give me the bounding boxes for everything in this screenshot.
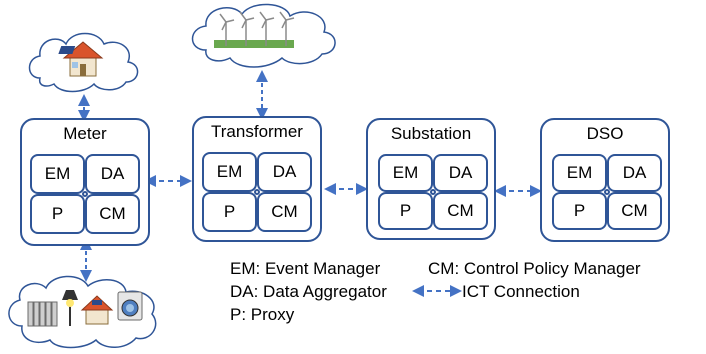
center-dot xyxy=(82,191,88,197)
node-title: DSO xyxy=(586,124,624,143)
node-substation: Substation EM DA P CM xyxy=(366,118,496,240)
cell-da: DA xyxy=(85,154,140,194)
node-dso: DSO EM DA P CM xyxy=(540,118,670,242)
cell-da: DA xyxy=(607,154,662,192)
center-dot xyxy=(254,189,260,195)
cell-cm: CM xyxy=(85,194,140,234)
cell-cm: CM xyxy=(257,192,312,232)
cell-cm: CM xyxy=(433,192,488,230)
cell-em: EM xyxy=(202,152,257,192)
cell-p: P xyxy=(552,192,607,230)
node-transformer: Transformer EM DA P CM xyxy=(192,116,322,242)
node-title: Meter xyxy=(63,124,107,143)
cell-p: P xyxy=(30,194,85,234)
node-meter: Meter EM DA P CM xyxy=(20,118,150,246)
legend-da: DA: Data Aggregator xyxy=(230,282,387,301)
home-appliances-icon xyxy=(27,290,143,327)
legend-ict: ICT Connection xyxy=(462,282,580,301)
cell-p: P xyxy=(378,192,433,230)
center-dot xyxy=(430,189,436,195)
cell-p: P xyxy=(202,192,257,232)
cell-em: EM xyxy=(378,154,433,192)
cloud-home-appliances xyxy=(8,275,157,349)
cloud-solar-house xyxy=(28,32,139,93)
cell-da: DA xyxy=(257,152,312,192)
cell-da: DA xyxy=(433,154,488,192)
legend-em: EM: Event Manager xyxy=(230,259,381,278)
center-dot xyxy=(604,189,610,195)
node-title: Transformer xyxy=(211,122,303,141)
cell-em: EM xyxy=(30,154,85,194)
cloud-wind-turbines xyxy=(191,3,336,68)
solar-house-icon xyxy=(58,41,104,77)
cell-cm: CM xyxy=(607,192,662,230)
legend-cm: CM: Control Policy Manager xyxy=(428,259,641,278)
legend-p: P: Proxy xyxy=(230,305,295,324)
wind-turbines-icon xyxy=(214,11,295,48)
node-title: Substation xyxy=(390,124,472,143)
cell-em: EM xyxy=(552,154,607,192)
